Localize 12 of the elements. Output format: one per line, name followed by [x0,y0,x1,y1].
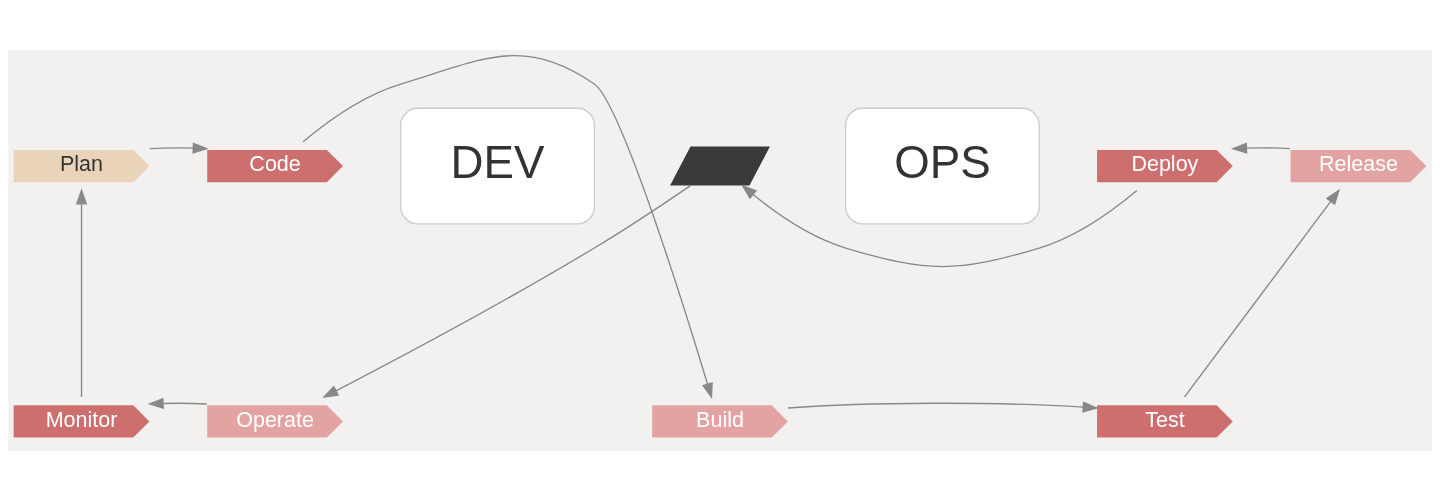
arrow [1183,188,1341,398]
arrow [148,141,209,154]
arrow [302,54,713,399]
node-bar [670,146,770,186]
node-box: DEV [400,107,595,224]
arrow [322,184,692,398]
node-box: OPS [845,107,1040,224]
arrow [741,184,1138,267]
arrow [787,400,1099,413]
arrow [75,187,88,398]
arrow [147,397,208,409]
arrow [1231,141,1291,154]
